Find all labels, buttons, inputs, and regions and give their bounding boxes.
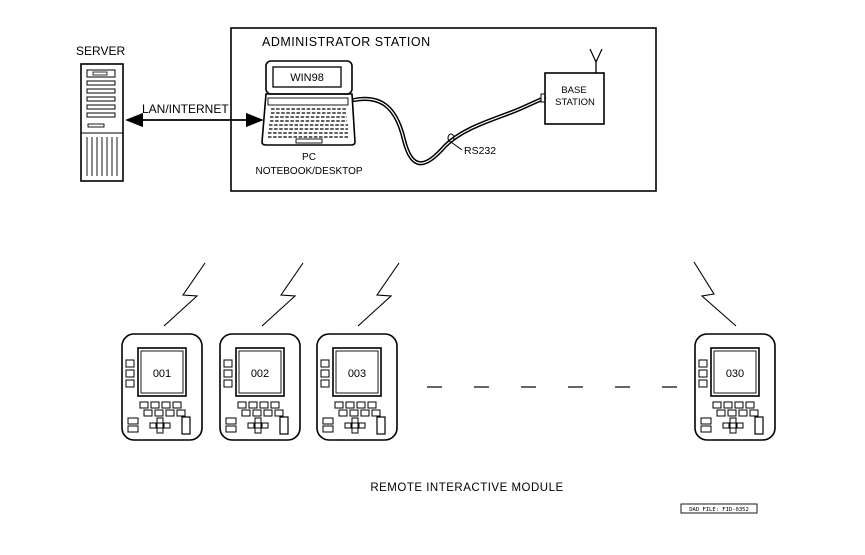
server-label: SERVER xyxy=(76,44,125,58)
module-030: 030 xyxy=(695,334,775,440)
module-001: 001 xyxy=(122,334,202,440)
server: SERVER xyxy=(76,44,125,181)
modules-caption: REMOTE INTERACTIVE MODULE xyxy=(370,482,563,494)
administrator-station: ADMINISTRATOR STATION WIN98 PC NOTEBOOK/… xyxy=(231,28,656,191)
wireless-signal-icon xyxy=(164,263,205,326)
file-stamp-text: DAD FILE: FID-0352 xyxy=(689,507,749,513)
pc-screen-text: WIN98 xyxy=(290,72,324,84)
base-station-label-line1: BASE xyxy=(561,85,586,96)
module-id: 002 xyxy=(251,368,269,380)
rs232-cable: RS232 xyxy=(354,94,545,163)
pc-label: PC xyxy=(302,152,316,163)
lan-link: LAN/INTERNET xyxy=(127,102,262,120)
wireless-signal-icon xyxy=(262,263,303,326)
wireless-signal-icon xyxy=(358,263,399,326)
module-id: 030 xyxy=(726,368,744,380)
wireless-signals xyxy=(164,262,736,326)
antenna-icon xyxy=(590,49,602,73)
module-002: 002 xyxy=(220,334,300,440)
rs232-label: RS232 xyxy=(464,145,496,157)
file-stamp: DAD FILE: FID-0352 xyxy=(681,504,757,513)
module-003: 003 xyxy=(317,334,397,440)
pc-sublabel: NOTEBOOK/DESKTOP xyxy=(255,166,362,177)
base-station-label-line2: STATION xyxy=(555,97,595,108)
administrator-station-title: ADMINISTRATOR STATION xyxy=(262,35,431,49)
lan-link-label: LAN/INTERNET xyxy=(142,102,229,116)
server-tower-icon xyxy=(81,64,123,181)
module-id: 003 xyxy=(348,368,366,380)
module-id: 001 xyxy=(153,368,171,380)
pc-notebook-icon: WIN98 xyxy=(262,61,355,145)
wireless-signal-icon xyxy=(694,262,736,326)
base-station: BASE STATION xyxy=(545,49,604,124)
